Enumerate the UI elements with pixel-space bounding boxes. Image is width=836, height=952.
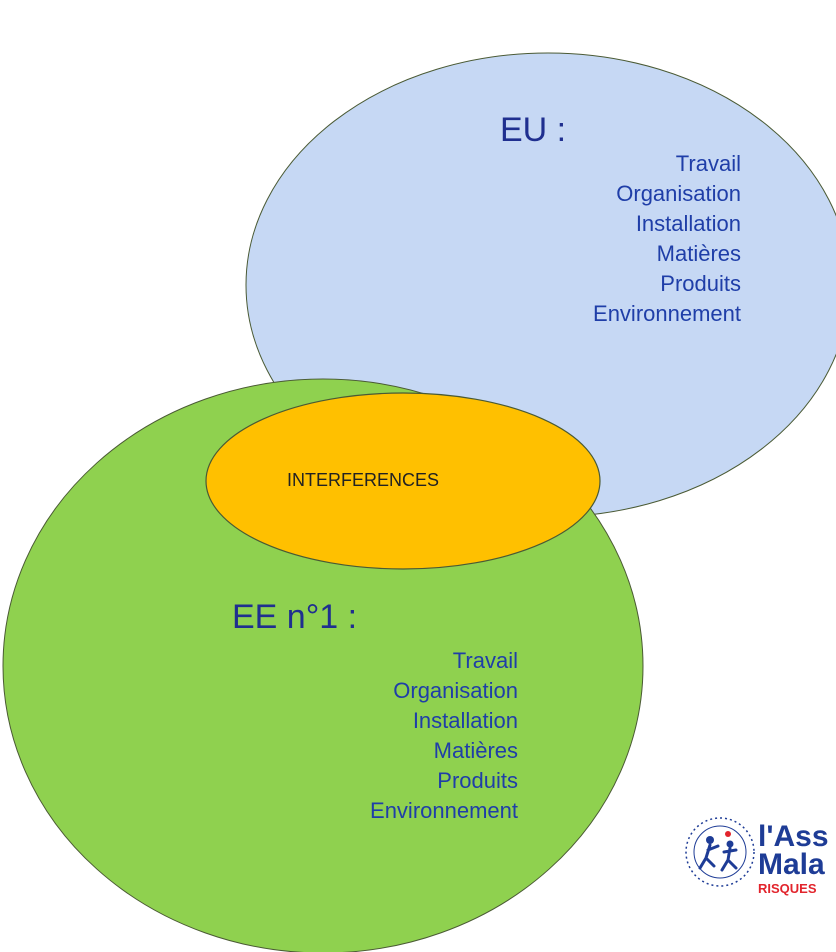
eu-item-matieres: Matières <box>656 241 741 266</box>
eu-item-organisation: Organisation <box>616 181 741 206</box>
interferences-label: INTERFERENCES <box>287 470 440 490</box>
interference-ellipse <box>205 392 601 570</box>
ee-item-organisation: Organisation <box>393 678 518 703</box>
eu-item-travail: Travail <box>675 151 741 176</box>
eu-item-produits: Produits <box>660 271 741 296</box>
ee-item-installation: Installation <box>412 708 518 733</box>
ee-list: Travail Organisation Installation Matièr… <box>370 646 518 826</box>
logo-line-3: RISQUES <box>758 881 817 896</box>
logo-line-1: l'Ass <box>758 820 829 853</box>
ee-item-matieres: Matières <box>433 738 518 763</box>
seal-icon <box>685 817 755 887</box>
eu-item-installation: Installation <box>635 211 741 236</box>
logo-line-2: Mala <box>758 848 825 881</box>
ee-item-produits: Produits <box>437 768 518 793</box>
ee-item-travail: Travail <box>452 648 518 673</box>
eu-item-environnement: Environnement <box>593 301 741 326</box>
eu-title: EU : <box>500 111 567 149</box>
ee-title: EE n°1 : <box>232 598 358 636</box>
eu-list: Travail Organisation Installation Matièr… <box>593 149 741 329</box>
assurance-maladie-logo: l'Ass Mala RISQUES <box>680 810 836 952</box>
ee-item-environnement: Environnement <box>370 798 518 823</box>
